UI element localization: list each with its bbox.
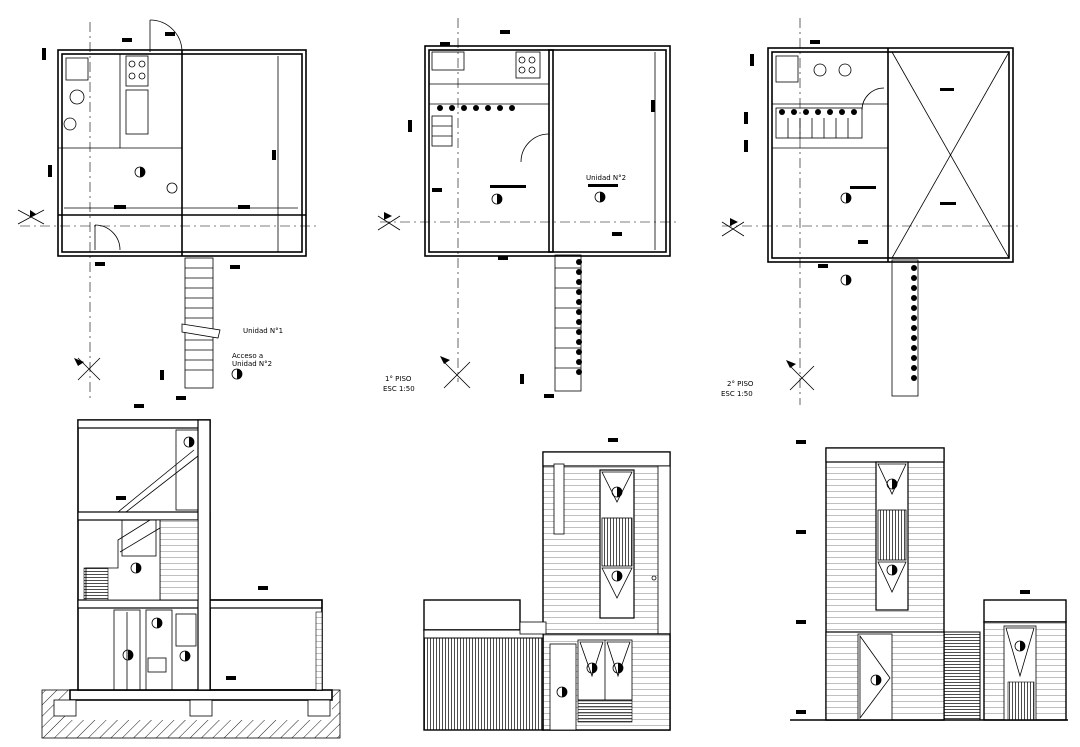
stair-dots-second-ext — [911, 265, 917, 381]
label-access-line-2: Unidad N°2 — [232, 360, 272, 368]
label-scale-1: ESC 1:50 — [383, 385, 415, 393]
label-floor-1: 1° PISO — [385, 375, 412, 383]
stair-treads-ground — [185, 267, 213, 371]
building-section — [41, 404, 341, 739]
stair-dots-first-ext — [576, 259, 582, 375]
label-floor-2: 2° PISO — [727, 380, 754, 388]
floor-plan-ground: Unidad N°1 Acceso a Unidad N°2 — [17, 19, 318, 400]
floor-plan-first: Unidad N°2 1° PISO ESC 1:50 — [377, 18, 680, 398]
label-scale-2: ESC 1:50 — [721, 390, 753, 398]
label-access-line-1: Acceso a — [232, 352, 263, 360]
label-unit-2: Unidad N°2 — [586, 174, 626, 182]
label-unit-1: Unidad N°1 — [243, 327, 283, 335]
floor-plan-second: 2° PISO ESC 1:50 — [721, 18, 1020, 405]
stair-dots-first — [437, 105, 515, 111]
elevation-side — [790, 440, 1068, 721]
stair-dots-second — [779, 109, 857, 115]
elevation-front — [423, 438, 671, 731]
